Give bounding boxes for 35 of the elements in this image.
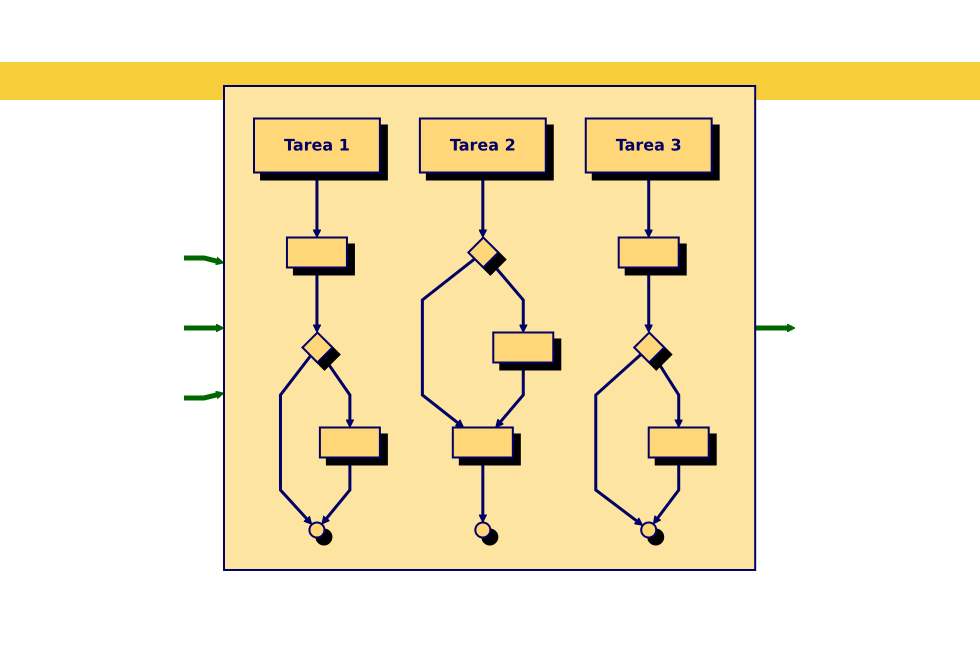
arrow: [312, 172, 322, 238]
arrow: [184, 256, 225, 266]
arrow: [644, 172, 654, 238]
node-box: [286, 236, 348, 268]
arrow: [478, 458, 488, 523]
arrow: [478, 172, 488, 238]
node-diamond: [467, 236, 500, 269]
arrow: [322, 356, 355, 428]
arrow: [312, 268, 322, 333]
node-box: Tarea 2: [419, 118, 548, 174]
node-diamond: [301, 331, 334, 364]
arrow: [184, 324, 225, 332]
arrow: [322, 458, 352, 525]
cluster: [223, 85, 757, 571]
node-box: [492, 332, 555, 364]
node-circle: [308, 521, 326, 538]
node-box: Tarea 1: [253, 118, 382, 174]
node-circle: [474, 521, 492, 538]
arrow: [489, 260, 528, 333]
arrow: [496, 362, 526, 428]
node-box: [618, 236, 680, 268]
arrow: [184, 390, 225, 400]
arrow: [594, 353, 644, 526]
arrow: [653, 458, 681, 524]
arrow: [279, 355, 313, 525]
node-box: [648, 426, 710, 458]
node-box: [319, 426, 382, 458]
arrow: [654, 356, 684, 428]
arrow: [644, 268, 654, 333]
arrow: [421, 258, 476, 428]
arrow: [756, 324, 796, 332]
node-box: Tarea 3: [585, 118, 714, 174]
node-box: [452, 426, 514, 458]
node-diamond: [633, 331, 666, 364]
node-circle: [640, 521, 658, 538]
